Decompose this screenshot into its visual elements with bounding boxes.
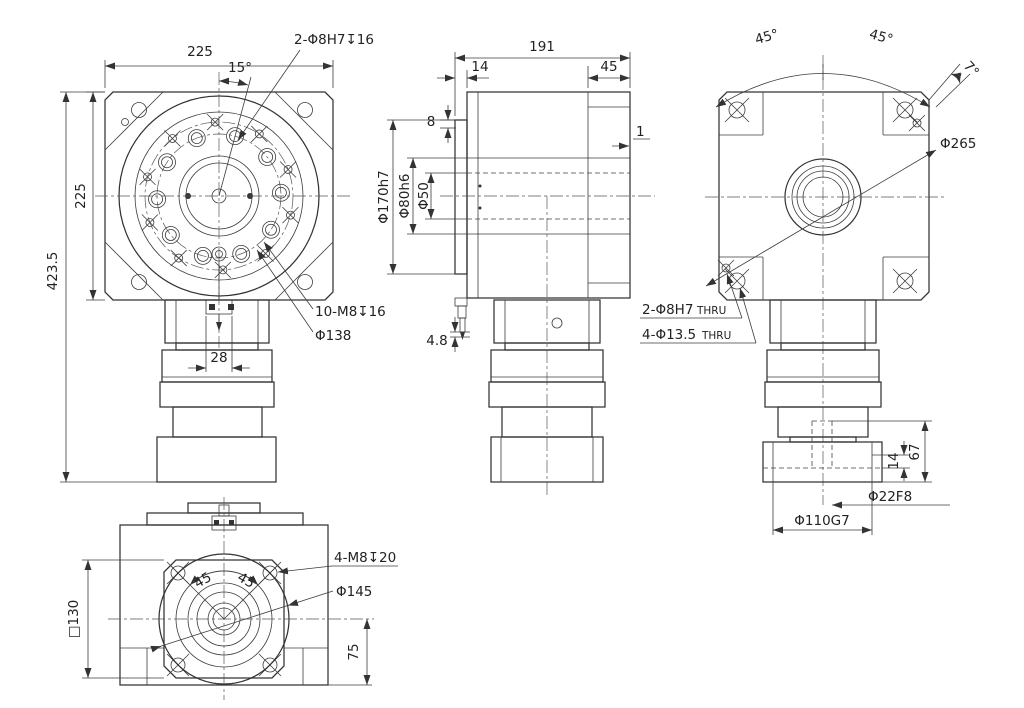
side-length-label: 191 bbox=[529, 39, 555, 55]
side-inner-label: Φ50 bbox=[416, 182, 432, 210]
side-bore-label: Φ80h6 bbox=[397, 174, 413, 219]
back-diag-label: Φ265 bbox=[940, 136, 976, 152]
side-right-label: 45 bbox=[600, 59, 617, 75]
bottom-angle-left-label: 45 bbox=[192, 569, 215, 591]
front-dim-height-label: 225 bbox=[73, 183, 89, 209]
side-view: 191 14 45 8 Φ170h7 Φ80h6 Φ50 1 bbox=[376, 39, 655, 495]
side-bottom-step-label: 4.8 bbox=[426, 333, 447, 349]
back-bolt-callout: 4-Φ13.5 bbox=[642, 327, 696, 343]
bottom-circle-dia-label: Φ145 bbox=[336, 584, 372, 600]
side-pilot-label: Φ170h7 bbox=[376, 170, 392, 224]
back-view: 45° 45° 7° Φ265 2-Φ8H7 THRU 4-Φ13.5 THRU bbox=[640, 26, 982, 535]
front-bolt-circle-label: Φ138 bbox=[315, 328, 351, 344]
bottom-view: 45 45 4-M8↧20 Φ145 □130 75 bbox=[66, 497, 398, 700]
back-pin-callout: 2-Φ8H7 bbox=[642, 302, 693, 318]
front-bolt-callout: 10-M8↧16 bbox=[315, 304, 386, 320]
back-pin-suffix: THRU bbox=[696, 305, 726, 317]
bottom-square-label: □130 bbox=[66, 600, 82, 639]
bottom-angle-right-label: 45 bbox=[235, 569, 258, 591]
back-depth-label: 14 bbox=[886, 452, 902, 469]
side-flange-label: 14 bbox=[471, 59, 488, 75]
front-angle-label: 15° bbox=[228, 60, 252, 76]
front-sensor-width-label: 28 bbox=[210, 350, 227, 366]
back-shaft-dia-label: Φ22F8 bbox=[868, 489, 912, 505]
front-pin-callout: 2-Φ8H7↧16 bbox=[294, 32, 374, 48]
back-shaft-len-label: 67 bbox=[907, 443, 923, 460]
front-pin-holes bbox=[139, 113, 299, 279]
back-angle-right-label: 45° bbox=[867, 26, 894, 48]
back-angle-left-label: 45° bbox=[753, 26, 780, 48]
back-pilot-dia-label: Φ110G7 bbox=[794, 513, 849, 529]
front-dim-overall-label: 423.5 bbox=[45, 252, 61, 291]
bottom-offset-label: 75 bbox=[346, 643, 362, 660]
side-recess-label: 1 bbox=[636, 124, 645, 140]
back-bolt-suffix: THRU bbox=[701, 330, 731, 342]
bottom-bolt-callout: 4-M8↧20 bbox=[334, 550, 396, 566]
back-angle-corner-label: 7° bbox=[960, 58, 982, 80]
back-corner-holes bbox=[717, 97, 926, 294]
side-step-top-label: 8 bbox=[427, 114, 436, 130]
front-dim-width-label: 225 bbox=[187, 44, 213, 60]
front-view: 225 15° 2-Φ8H7↧16 225 423.5 10-M8↧16 Φ13… bbox=[45, 32, 386, 483]
